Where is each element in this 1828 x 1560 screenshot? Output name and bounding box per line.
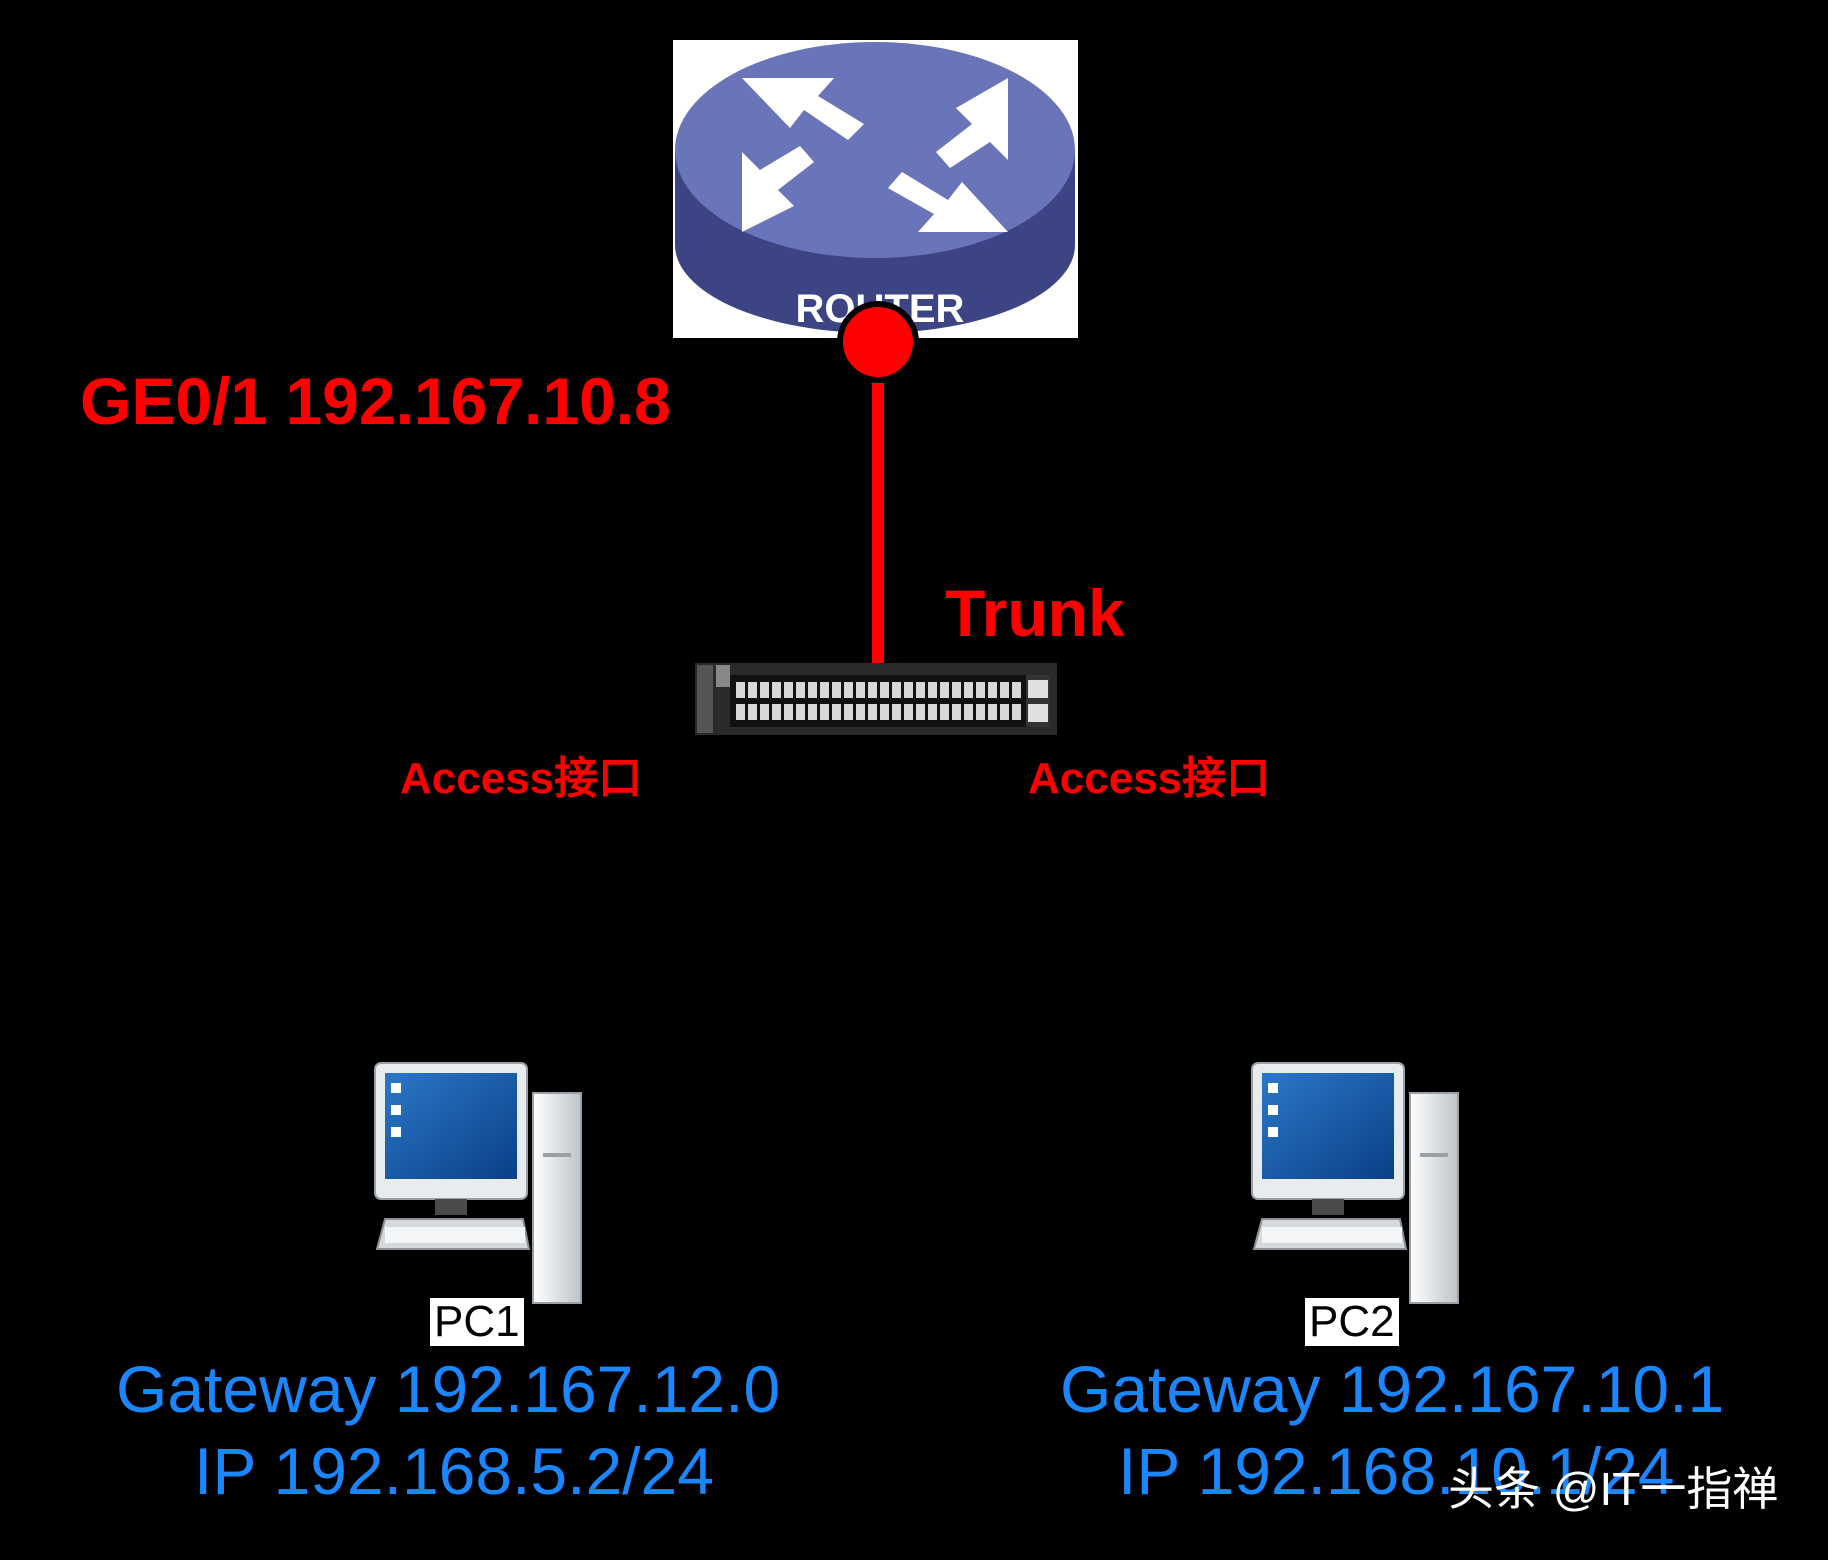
switch-port <box>952 682 961 698</box>
pc1-ip: IP 192.168.5.2/24 <box>194 1434 714 1508</box>
watermark: 头条 @IT一指禅 <box>1448 1463 1779 1515</box>
switch-port <box>832 682 841 698</box>
switch-port <box>952 704 961 720</box>
switch-port <box>976 704 985 720</box>
router-port-dot <box>837 301 919 383</box>
switch-port <box>868 704 877 720</box>
switch-port <box>844 682 853 698</box>
switch-port <box>784 704 793 720</box>
switch-port <box>832 704 841 720</box>
switch-port <box>820 704 829 720</box>
pc1-computer-icon <box>374 1062 582 1304</box>
switch-port <box>1012 682 1021 698</box>
switch-port <box>928 682 937 698</box>
pc2-computer-icon <box>1251 1062 1459 1304</box>
switch-port <box>940 682 949 698</box>
switch-port <box>904 704 913 720</box>
switch-port <box>904 682 913 698</box>
switch-icon <box>695 663 1057 735</box>
switch-port <box>988 682 997 698</box>
switch-port <box>880 682 889 698</box>
switch-port <box>868 682 877 698</box>
switch-port <box>916 682 925 698</box>
pc2-name-label: PC2 <box>1305 1298 1399 1346</box>
switch-port <box>784 682 793 698</box>
switch-port <box>856 682 865 698</box>
switch-port <box>808 704 817 720</box>
switch-port <box>820 682 829 698</box>
pc1-name-label: PC1 <box>430 1298 524 1346</box>
switch-port <box>844 704 853 720</box>
switch-port <box>1000 682 1009 698</box>
switch-port <box>736 682 745 698</box>
switch-port <box>892 704 901 720</box>
router-icon: ROUTER <box>673 40 1078 338</box>
trunk-label: Trunk <box>945 576 1125 650</box>
switch-port <box>1000 704 1009 720</box>
switch-port <box>892 682 901 698</box>
switch-port <box>916 704 925 720</box>
switch-port <box>808 682 817 698</box>
pc1-gateway: Gateway 192.167.12.0 <box>116 1352 781 1426</box>
switch-port <box>760 704 769 720</box>
switch-port <box>928 704 937 720</box>
switch-port <box>964 704 973 720</box>
switch-port <box>772 682 781 698</box>
access-port-label-left: Access接口 <box>400 754 643 803</box>
switch-port <box>880 704 889 720</box>
switch-port <box>748 704 757 720</box>
pc2-ip: IP 192.168.10.1/24 <box>1118 1434 1675 1508</box>
switch-port <box>796 704 805 720</box>
switch-port <box>988 704 997 720</box>
switch-port <box>736 704 745 720</box>
router-interface-label: GE0/1 192.167.10.8 <box>80 364 671 438</box>
switch-port <box>1012 704 1021 720</box>
switch-port <box>856 704 865 720</box>
pc2-gateway: Gateway 192.167.10.1 <box>1060 1352 1725 1426</box>
access-port-label-right: Access接口 <box>1028 754 1271 803</box>
switch-port <box>964 682 973 698</box>
switch-port <box>772 704 781 720</box>
switch-port <box>976 682 985 698</box>
switch-port <box>940 704 949 720</box>
switch-port <box>760 682 769 698</box>
switch-port <box>748 682 757 698</box>
switch-port <box>796 682 805 698</box>
